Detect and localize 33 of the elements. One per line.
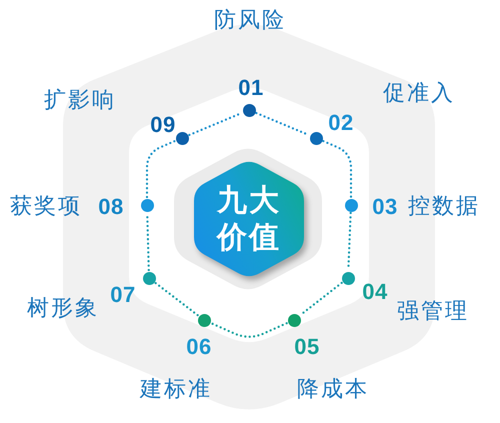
value-label: 扩影响 (44, 90, 116, 112)
value-label: 防风险 (214, 10, 286, 32)
dot (142, 272, 156, 284)
dot (310, 132, 322, 144)
dot (242, 104, 256, 116)
dot (342, 272, 354, 284)
value-label: 树形象 (27, 298, 99, 320)
step-number: 01 (238, 77, 264, 99)
dot (176, 132, 188, 144)
dotted-line (210, 322, 288, 338)
value-label: 降成本 (297, 379, 369, 401)
value-label: 强管理 (397, 301, 469, 323)
center-title: 九大价值 (215, 182, 282, 256)
step-number: 05 (294, 336, 320, 358)
step-number: 07 (110, 284, 136, 306)
step-number: 08 (98, 196, 124, 218)
step-number: 03 (372, 196, 398, 218)
value-label: 促准入 (383, 83, 455, 105)
center-hexagon (194, 159, 304, 279)
value-label: 控数据 (408, 196, 480, 218)
dot (140, 198, 154, 212)
value-label: 建标准 (140, 379, 212, 401)
dot (344, 198, 358, 212)
dotted-line (146, 140, 176, 198)
dot (288, 314, 300, 326)
step-number: 02 (328, 112, 354, 134)
step-number: 06 (186, 336, 212, 358)
dotted-line (154, 282, 199, 316)
step-number: 09 (150, 114, 176, 136)
step-number: 04 (362, 281, 388, 303)
value-label: 获奖项 (10, 196, 82, 218)
dot (198, 314, 210, 326)
dotted-line (322, 140, 352, 198)
